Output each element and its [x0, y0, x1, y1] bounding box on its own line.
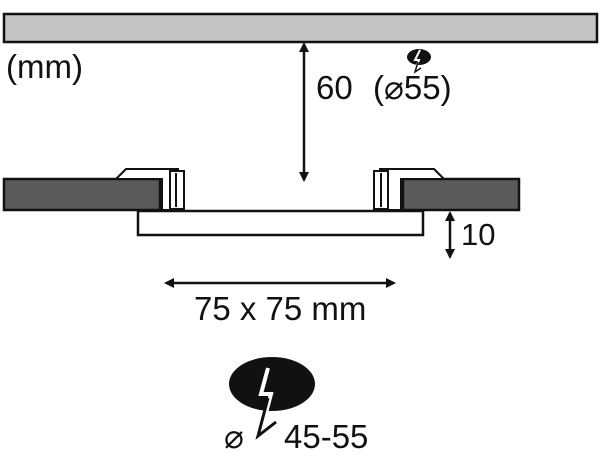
ceiling-section-left [2, 177, 162, 212]
ceiling-section-right [401, 177, 521, 212]
spring-clip-left [113, 168, 185, 211]
ceiling-panel [2, 12, 599, 44]
panel-body [136, 209, 425, 237]
depth-label: 60 [316, 69, 353, 106]
cutout-hole-icon [229, 357, 315, 440]
depth-hole-label: (⌀55) [373, 69, 452, 106]
cutout-range-label: 45-55 [284, 418, 368, 455]
units-label: (mm) [6, 48, 83, 85]
panel-size-label: 75 x 75 mm [194, 290, 366, 327]
height-label: 10 [461, 217, 495, 252]
spring-clip-right [373, 168, 447, 211]
cutout-symbol: ⌀ [224, 418, 244, 455]
drill-hole-icon [407, 49, 431, 74]
